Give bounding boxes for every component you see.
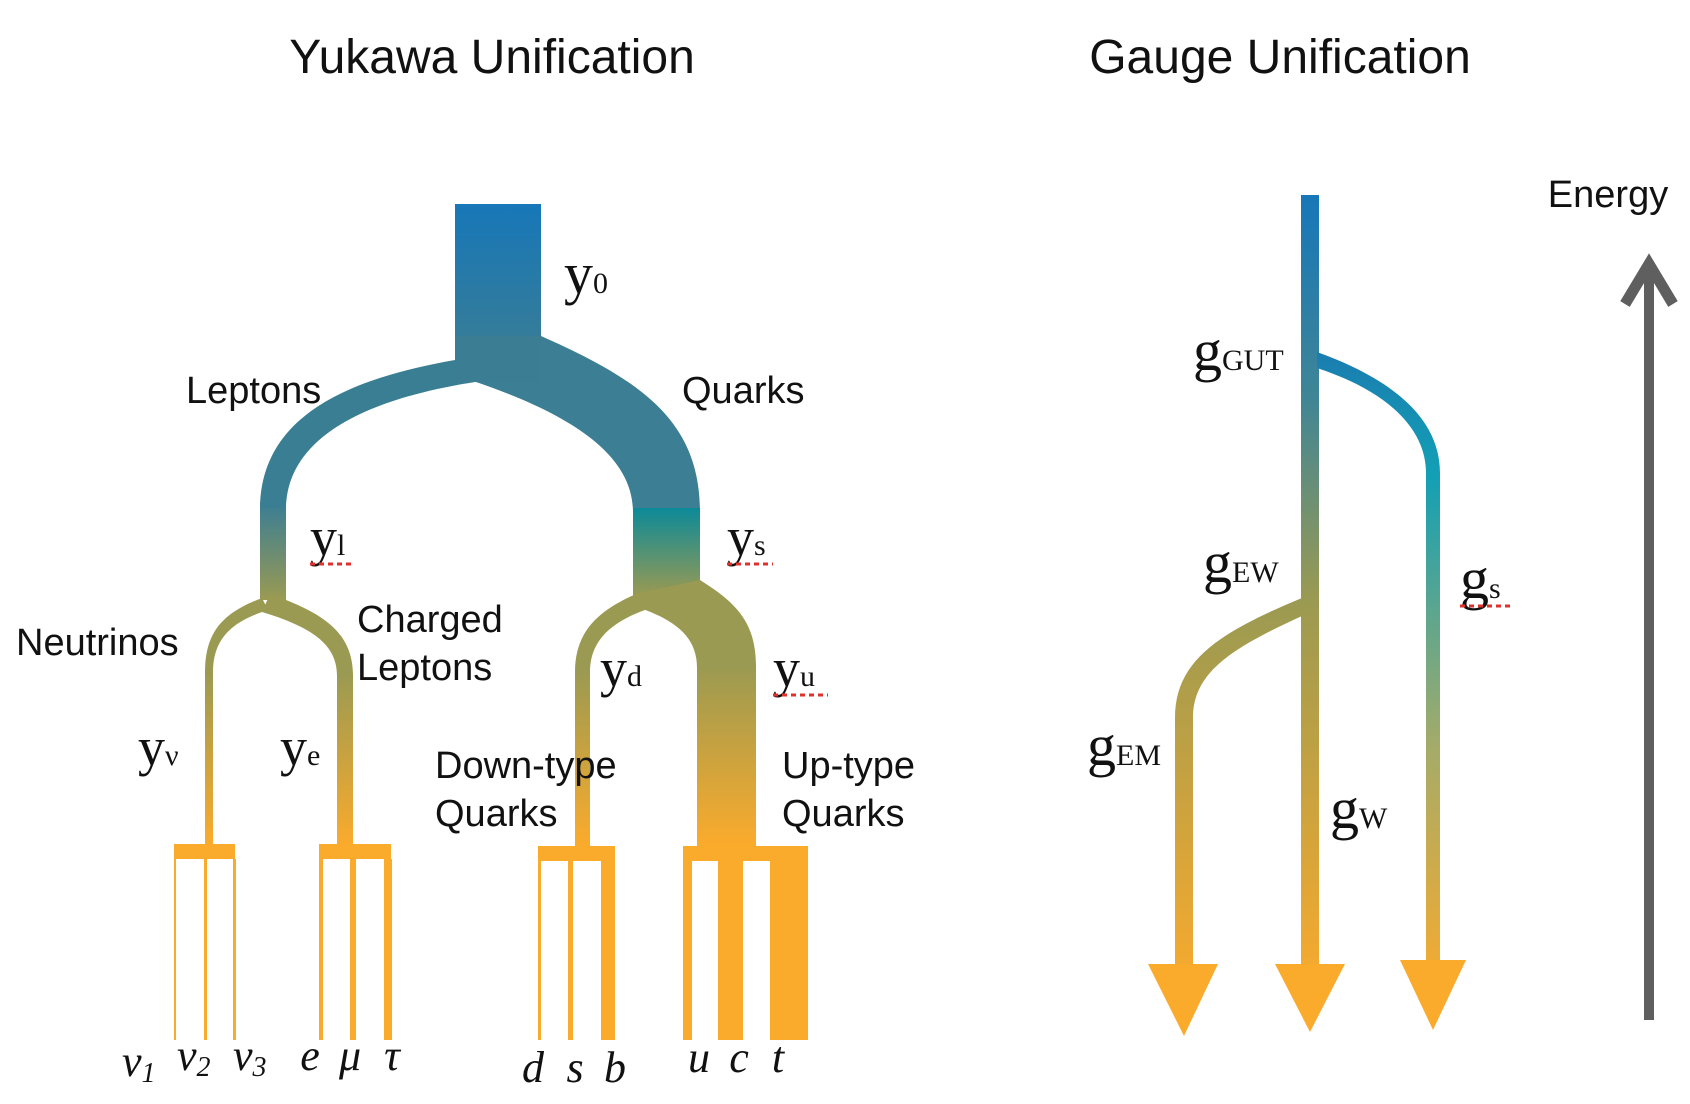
yl-stem [260,508,286,600]
coupling-y0: y0 [564,241,608,306]
yu-stem [697,666,756,846]
coupling-gGUT: gGUT [1193,318,1284,383]
title-yukawa: Yukawa Unification [289,31,695,84]
up-type-branch [636,580,756,668]
ynu-stem [205,670,213,846]
coupling-yu-sub: u [800,660,815,693]
particle-c: c [729,1033,749,1082]
gauge-tree [1148,195,1466,1036]
coupling-ys: ys [727,507,766,567]
coupling-gEM: gEM [1087,713,1161,778]
coupling-ye-sub: e [307,739,320,772]
ys-stem [633,508,700,596]
coupling-ynu: yν [138,717,179,777]
coupling-yl-sub: l [337,529,345,562]
coupling-gs: gs [1460,546,1501,611]
label-quarks: Quarks [682,370,804,412]
particle-s: s [566,1043,583,1092]
neutrino-fan [174,844,236,1040]
particle-e: e [300,1031,320,1080]
down-type-branch [575,594,645,672]
label-up-type: Up-type [782,745,915,787]
gs-arrowhead [1400,960,1466,1030]
label-charged-leptons: Leptons [357,647,492,689]
gauge-trunk [1301,195,1319,980]
energy-label: Energy [1548,174,1668,216]
gw-arrowhead [1275,964,1345,1032]
coupling-ynu-sub: ν [165,739,179,772]
up-quark-fan [683,846,808,1040]
neutrinos-branch [205,598,268,672]
particle-nu2: ν2 [177,1031,211,1083]
particle-tau: τ [384,1031,402,1080]
coupling-gW: gW [1330,776,1388,841]
coupling-ynu-base: y [138,717,165,777]
coupling-y0-base: y [564,241,593,306]
label-leptons: Leptons [186,370,321,412]
label-down-type: Down-type [435,745,617,787]
title-gauge: Gauge Unification [1089,31,1471,84]
trunk-junction [455,336,541,382]
label-neutrinos: Neutrinos [16,622,179,664]
particle-nu1: ν1 [122,1037,156,1089]
y0-trunk [455,204,541,362]
yukawa-tree [174,204,808,1040]
label-up-type-quarks: Quarks [782,793,904,835]
gem-arrowhead [1148,964,1218,1036]
label-charged: Charged [357,599,503,641]
coupling-yl: yl [310,507,345,567]
coupling-gEW: gEW [1203,530,1279,595]
label-down-type-quarks: Quarks [435,793,557,835]
particle-d: d [522,1043,545,1092]
coupling-yu-base: y [773,638,800,698]
coupling-ye: ye [280,717,320,777]
strong-branch [1317,352,1440,980]
energy-arrow [1620,253,1678,1020]
coupling-yu: yu [773,638,815,698]
particle-u: u [688,1033,710,1082]
coupling-ye-base: y [280,717,307,777]
particle-nu3: ν3 [233,1031,267,1083]
coupling-yd-base: y [600,638,627,698]
em-branch [1175,598,1302,980]
particle-mu: μ [338,1031,361,1080]
leptons-branch [260,360,475,510]
coupling-yd: yd [600,638,642,698]
yd-stem [575,670,590,846]
coupling-y0-sub: 0 [593,267,608,300]
charged-lepton-fan [319,844,392,1040]
particle-b: b [604,1043,626,1092]
charged-leptons-branch [262,594,353,676]
down-quark-fan [538,846,615,1040]
coupling-ys-base: y [727,507,754,567]
coupling-ys-sub: s [754,529,766,562]
coupling-yd-sub: d [627,660,642,693]
ye-stem [337,674,353,846]
coupling-yl-base: y [310,507,337,567]
particle-t: t [772,1033,786,1082]
